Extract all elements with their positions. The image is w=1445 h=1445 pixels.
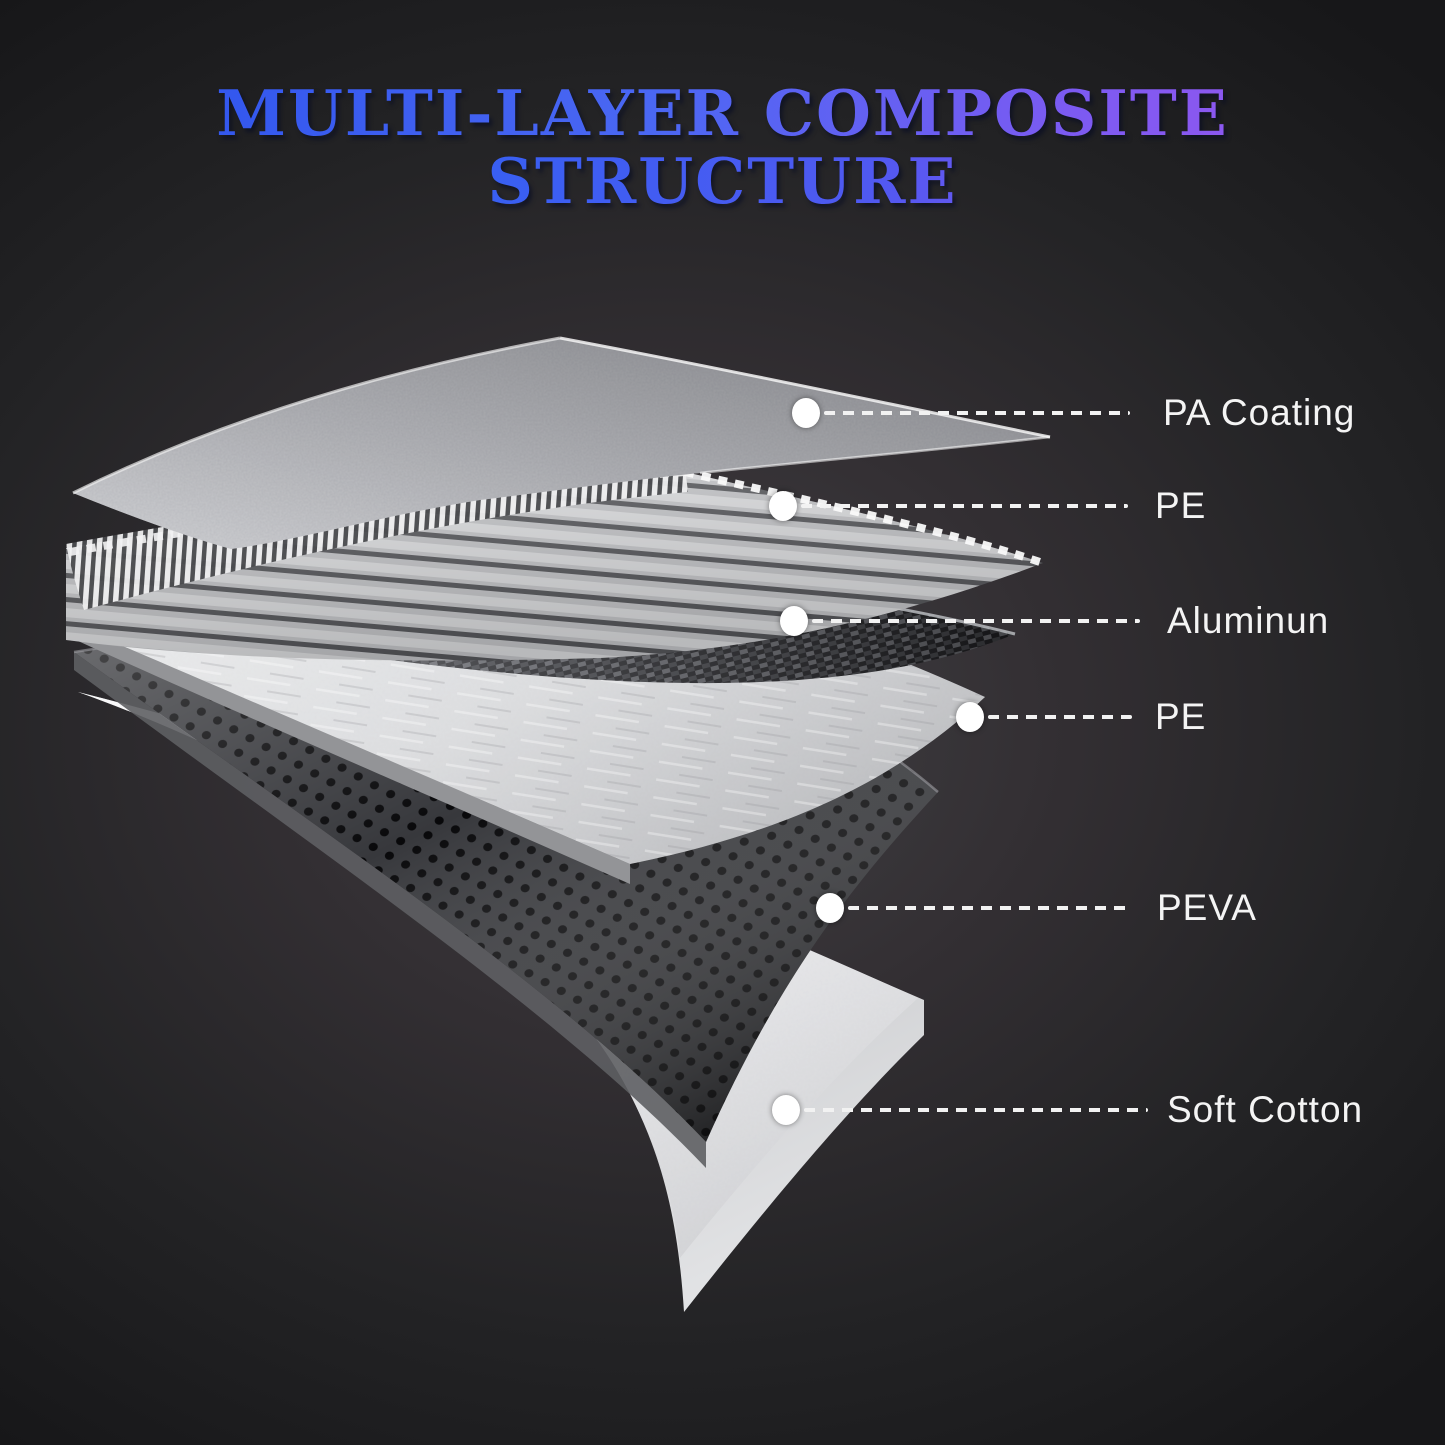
layer-label-aluminum: Aluminun: [1167, 600, 1330, 641]
callout-dot: [769, 491, 797, 521]
layer-label-pa-coating: PA Coating: [1163, 392, 1356, 433]
callout-line: [801, 504, 1128, 508]
callout-line: [848, 906, 1132, 910]
callout-line: [988, 715, 1132, 719]
layer-label-soft-cotton: Soft Cotton: [1167, 1089, 1364, 1130]
layer-pa-coating-graphic: [72, 336, 1051, 549]
callout-dot: [792, 398, 820, 428]
title-line-2: STRUCTURE: [0, 147, 1445, 215]
title-line-1: MULTI-LAYER COMPOSITE: [0, 79, 1445, 147]
callout-line: [824, 411, 1130, 415]
page-title: MULTI-LAYER COMPOSITE STRUCTURE: [0, 79, 1445, 215]
callout-dot: [816, 893, 844, 923]
callout-line: [804, 1108, 1148, 1112]
callout-dot: [956, 702, 984, 732]
layer-label-pe-bottom: PE: [1155, 696, 1207, 737]
callout-dot: [780, 606, 808, 636]
callout-line: [812, 619, 1140, 623]
callout-dot: [772, 1095, 800, 1125]
layer-label-pe-top: PE: [1155, 485, 1207, 526]
layer-label-peva: PEVA: [1157, 887, 1257, 928]
